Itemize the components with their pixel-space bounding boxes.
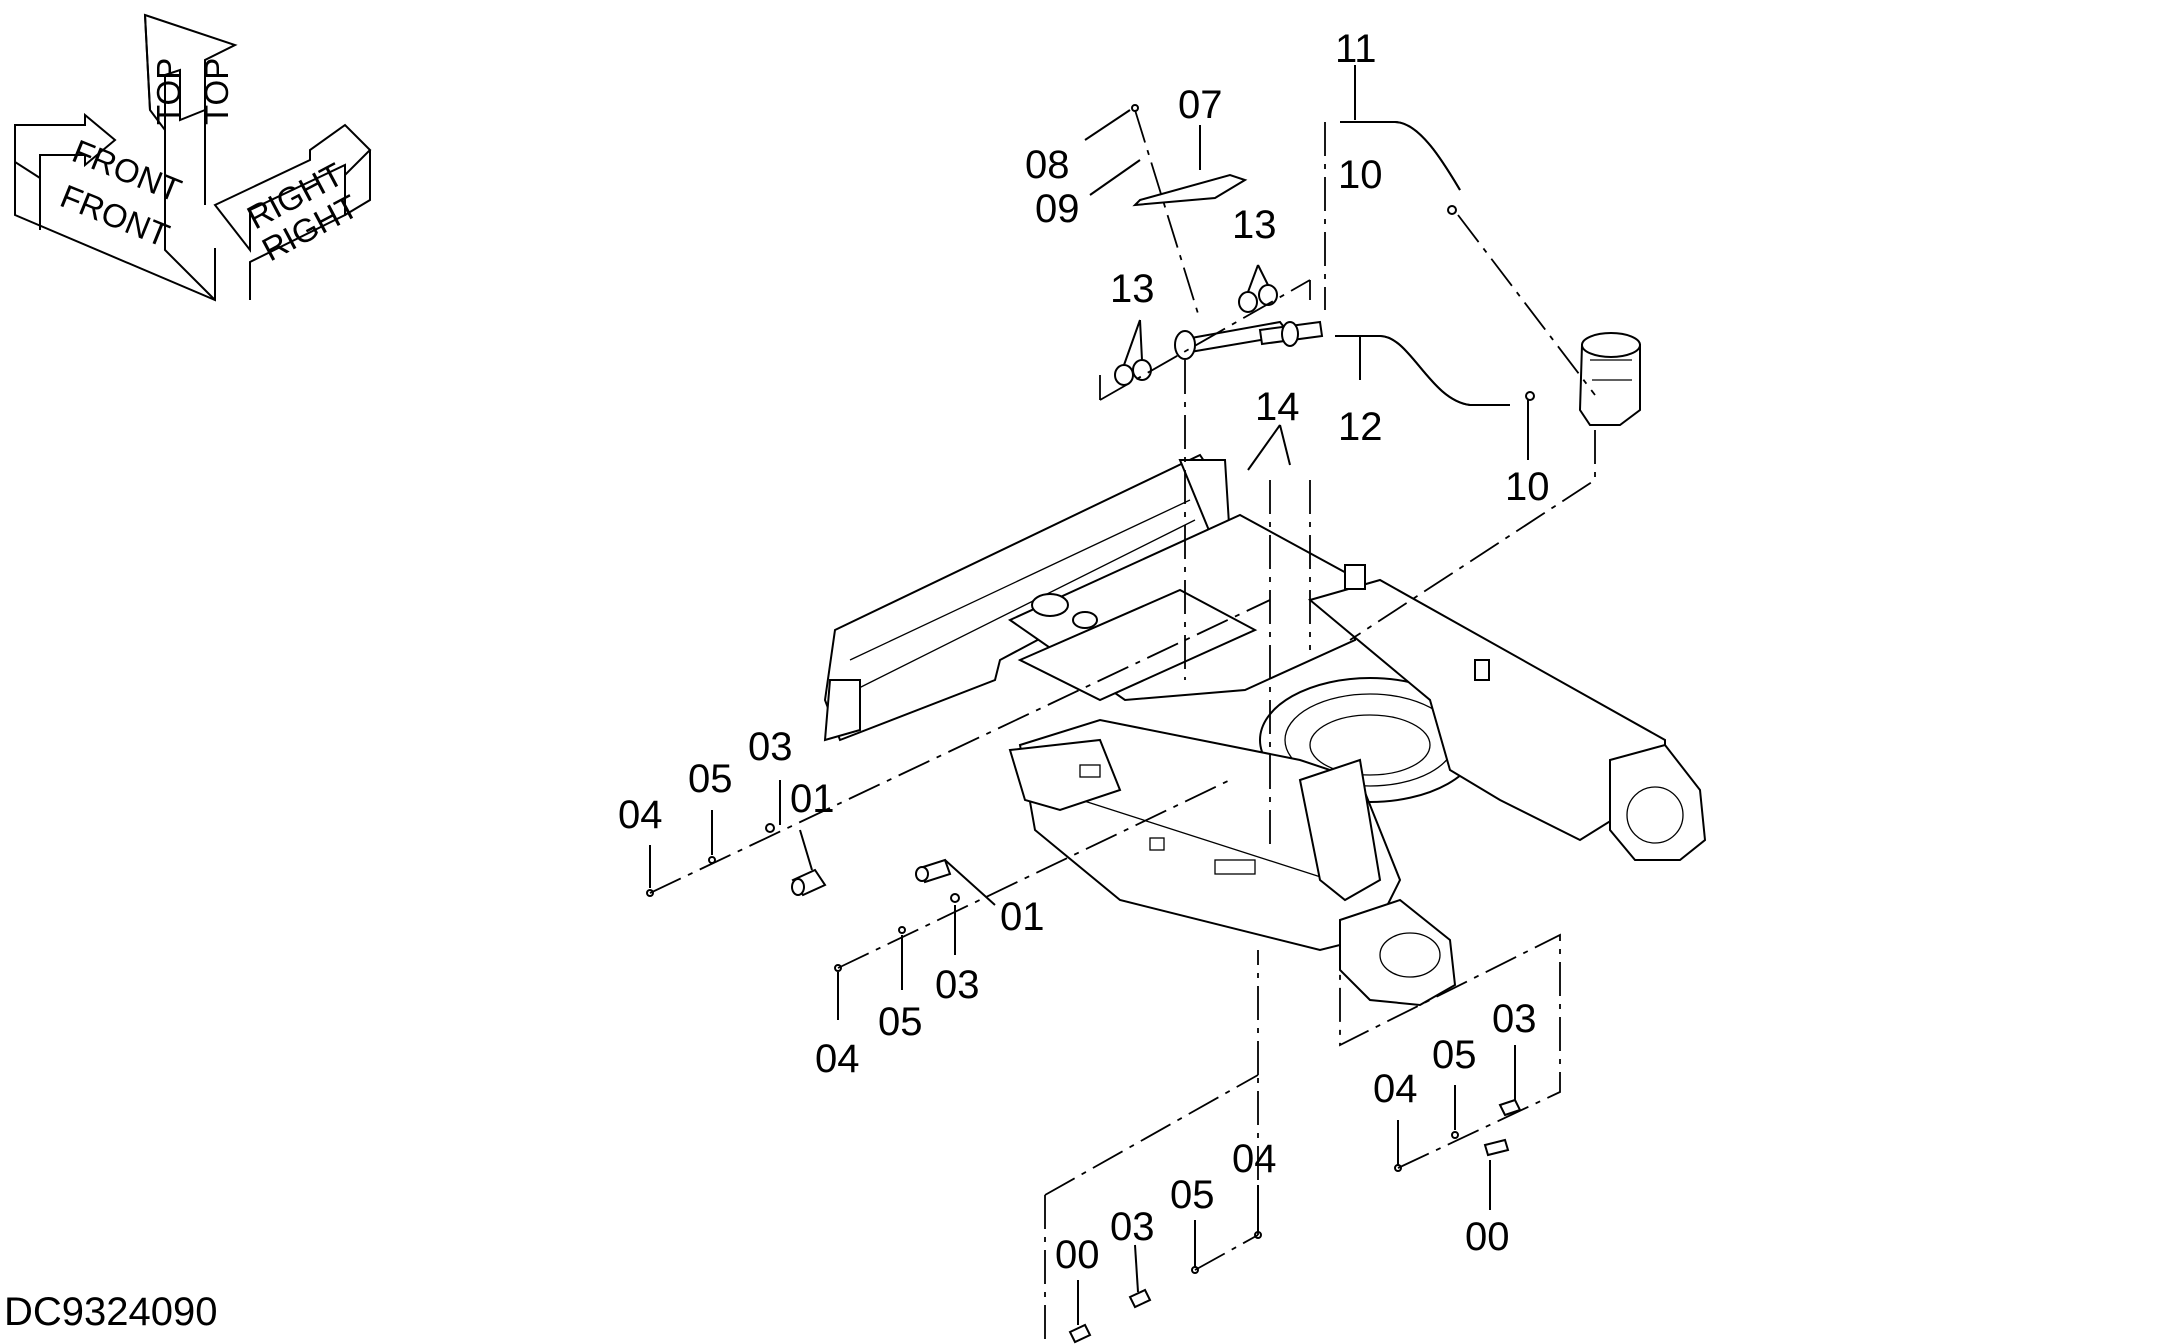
callout-01-mid: 01 [1000, 895, 1045, 939]
callout-13-left: 13 [1110, 267, 1155, 311]
callout-00-bottom: 00 [1055, 1233, 1100, 1277]
undercarriage-frame [823, 453, 1707, 1007]
callout-03-right: 03 [1492, 997, 1537, 1041]
assembly-lines [649, 109, 1596, 1344]
callout-01-left: 01 [790, 777, 835, 821]
callout-03-mid: 03 [935, 963, 980, 1007]
callout-03-bottom: 03 [1110, 1205, 1155, 1249]
callout-14: 14 [1255, 385, 1300, 429]
callout-04-left: 04 [618, 793, 663, 837]
top-label-left: TOP [150, 58, 187, 125]
callout-04-bottom: 04 [1232, 1137, 1277, 1181]
callout-05-bottom: 05 [1170, 1173, 1215, 1217]
hose-assembly [1335, 121, 1641, 426]
callout-11: 11 [1335, 27, 1377, 71]
callout-08: 08 [1025, 143, 1070, 187]
callout-10-top: 10 [1338, 153, 1383, 197]
callout-12: 12 [1338, 405, 1383, 449]
callout-04-right: 04 [1373, 1067, 1418, 1111]
callout-03-left: 03 [748, 725, 793, 769]
callout-09: 09 [1035, 187, 1080, 231]
callout-00-right: 00 [1465, 1215, 1510, 1259]
document-id: DC9324090 [4, 1290, 218, 1334]
callout-10-bottom: 10 [1505, 465, 1550, 509]
callout-04-mid: 04 [815, 1037, 860, 1081]
callout-13-right: 13 [1232, 203, 1277, 247]
callout-05-left: 05 [688, 757, 733, 801]
leader-lines [649, 65, 1529, 1325]
top-label-right: TOP [198, 58, 235, 125]
callout-05-mid: 05 [878, 1000, 923, 1044]
callout-05-right: 05 [1432, 1033, 1477, 1077]
pins-and-hardware [646, 823, 1522, 1344]
orientation-arrows-icon: FRONT FRONT TOP TOP RIGHT RIGHT [14, 13, 372, 302]
callout-labels: 11 07 08 09 10 13 13 14 12 10 03 05 04 0… [618, 27, 1550, 1277]
callout-07: 07 [1178, 83, 1223, 127]
cylinder-assembly [1114, 104, 1324, 386]
